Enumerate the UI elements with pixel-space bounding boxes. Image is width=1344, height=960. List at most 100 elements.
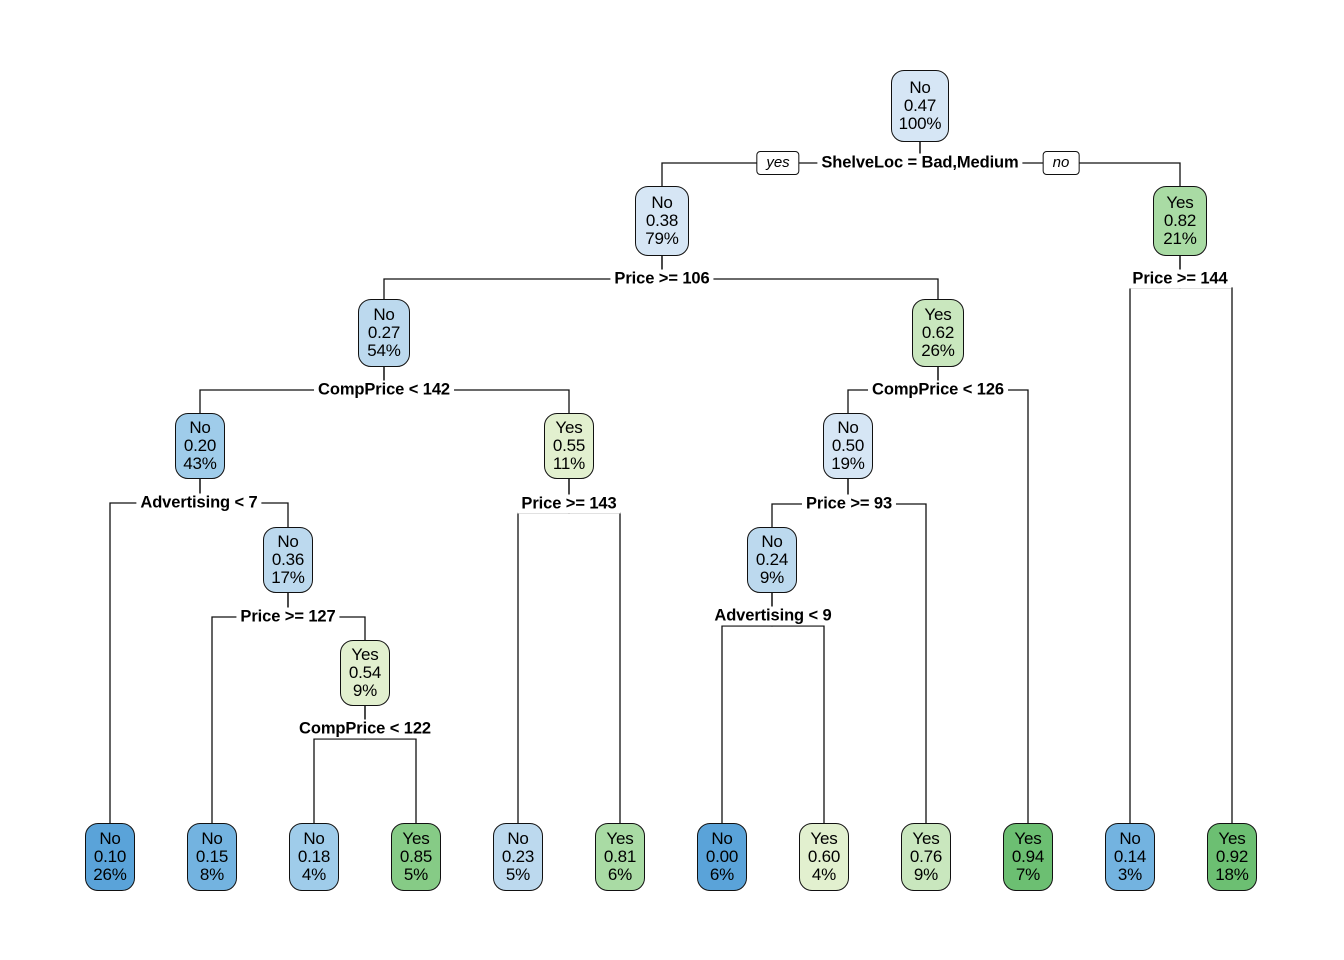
node-class-label: No (373, 304, 395, 324)
tree-edge (568, 479, 621, 823)
node-probability: 0.14 (1113, 846, 1147, 866)
tree-edge (847, 479, 927, 823)
node-probability: 0.18 (297, 846, 331, 866)
node-class-label: No (303, 828, 325, 848)
split-condition-label: Advertising < 9 (710, 606, 836, 626)
node-probability: 0.36 (271, 549, 305, 569)
node-class-label: Yes (924, 304, 952, 324)
node-class-label: No (837, 417, 859, 437)
node-percentage: 7% (1015, 865, 1041, 884)
node-class-label: Yes (1166, 192, 1194, 212)
node-percentage: 9% (759, 568, 785, 587)
node-class-label: No (277, 531, 299, 551)
node-percentage: 4% (301, 865, 327, 884)
node-probability: 0.76 (909, 846, 943, 866)
node-class-label: Yes (1218, 828, 1246, 848)
node-probability: 0.62 (921, 322, 955, 342)
node-probability: 0.15 (195, 846, 229, 866)
branch-flag-no: no (1042, 151, 1080, 175)
node-probability: 0.81 (603, 846, 637, 866)
node-class-label: Yes (555, 417, 583, 437)
node-probability: 0.60 (807, 846, 841, 866)
split-condition-label: CompPrice < 126 (868, 380, 1008, 400)
split-condition-label: Price >= 143 (517, 494, 621, 514)
node-probability: 0.47 (903, 95, 937, 115)
node-probability: 0.00 (705, 846, 739, 866)
tree-edge (211, 593, 289, 823)
node-probability: 0.82 (1163, 210, 1197, 230)
node-percentage: 26% (93, 865, 127, 884)
node-class-label: Yes (351, 644, 379, 664)
node-probability: 0.94 (1011, 846, 1045, 866)
tree-edge (109, 479, 201, 823)
node-probability: 0.38 (645, 210, 679, 230)
node-class-label: Yes (810, 828, 838, 848)
node-percentage: 11% (552, 454, 586, 473)
node-class-label: Yes (912, 828, 940, 848)
tree-edge (721, 593, 773, 823)
node-percentage: 79% (645, 229, 679, 248)
node-class-label: No (651, 192, 673, 212)
split-condition-label: CompPrice < 142 (314, 380, 454, 400)
node-percentage: 17% (271, 568, 305, 587)
node-percentage: 5% (505, 865, 531, 884)
split-condition-label: Price >= 93 (801, 494, 897, 514)
node-percentage: 9% (913, 865, 939, 884)
node-probability: 0.24 (755, 549, 789, 569)
node-percentage: 100% (898, 114, 942, 133)
node-percentage: 5% (403, 865, 429, 884)
node-class-label: No (1119, 828, 1141, 848)
node-probability: 0.20 (183, 435, 217, 455)
node-probability: 0.55 (552, 435, 586, 455)
node-class-label: No (909, 77, 931, 97)
node-probability: 0.10 (93, 846, 127, 866)
node-percentage: 43% (183, 454, 217, 473)
node-probability: 0.85 (399, 846, 433, 866)
tree-edge (1129, 256, 1181, 823)
node-percentage: 6% (709, 865, 735, 884)
node-percentage: 8% (199, 865, 225, 884)
split-condition-label: Price >= 106 (610, 269, 714, 289)
tree-edge (517, 479, 570, 823)
node-probability: 0.92 (1215, 846, 1249, 866)
node-percentage: 4% (811, 865, 837, 884)
node-class-label: Yes (1014, 828, 1042, 848)
tree-edge (771, 593, 825, 823)
node-probability: 0.50 (831, 435, 865, 455)
split-condition-label: CompPrice < 122 (295, 719, 435, 739)
node-class-label: No (189, 417, 211, 437)
node-class-label: No (99, 828, 121, 848)
split-condition-label: Advertising < 7 (136, 493, 262, 513)
node-percentage: 3% (1117, 865, 1143, 884)
node-probability: 0.27 (367, 322, 401, 342)
node-probability: 0.23 (501, 846, 535, 866)
tree-edge (1179, 256, 1233, 823)
split-condition-label: Price >= 144 (1128, 269, 1232, 289)
node-percentage: 9% (352, 681, 378, 700)
